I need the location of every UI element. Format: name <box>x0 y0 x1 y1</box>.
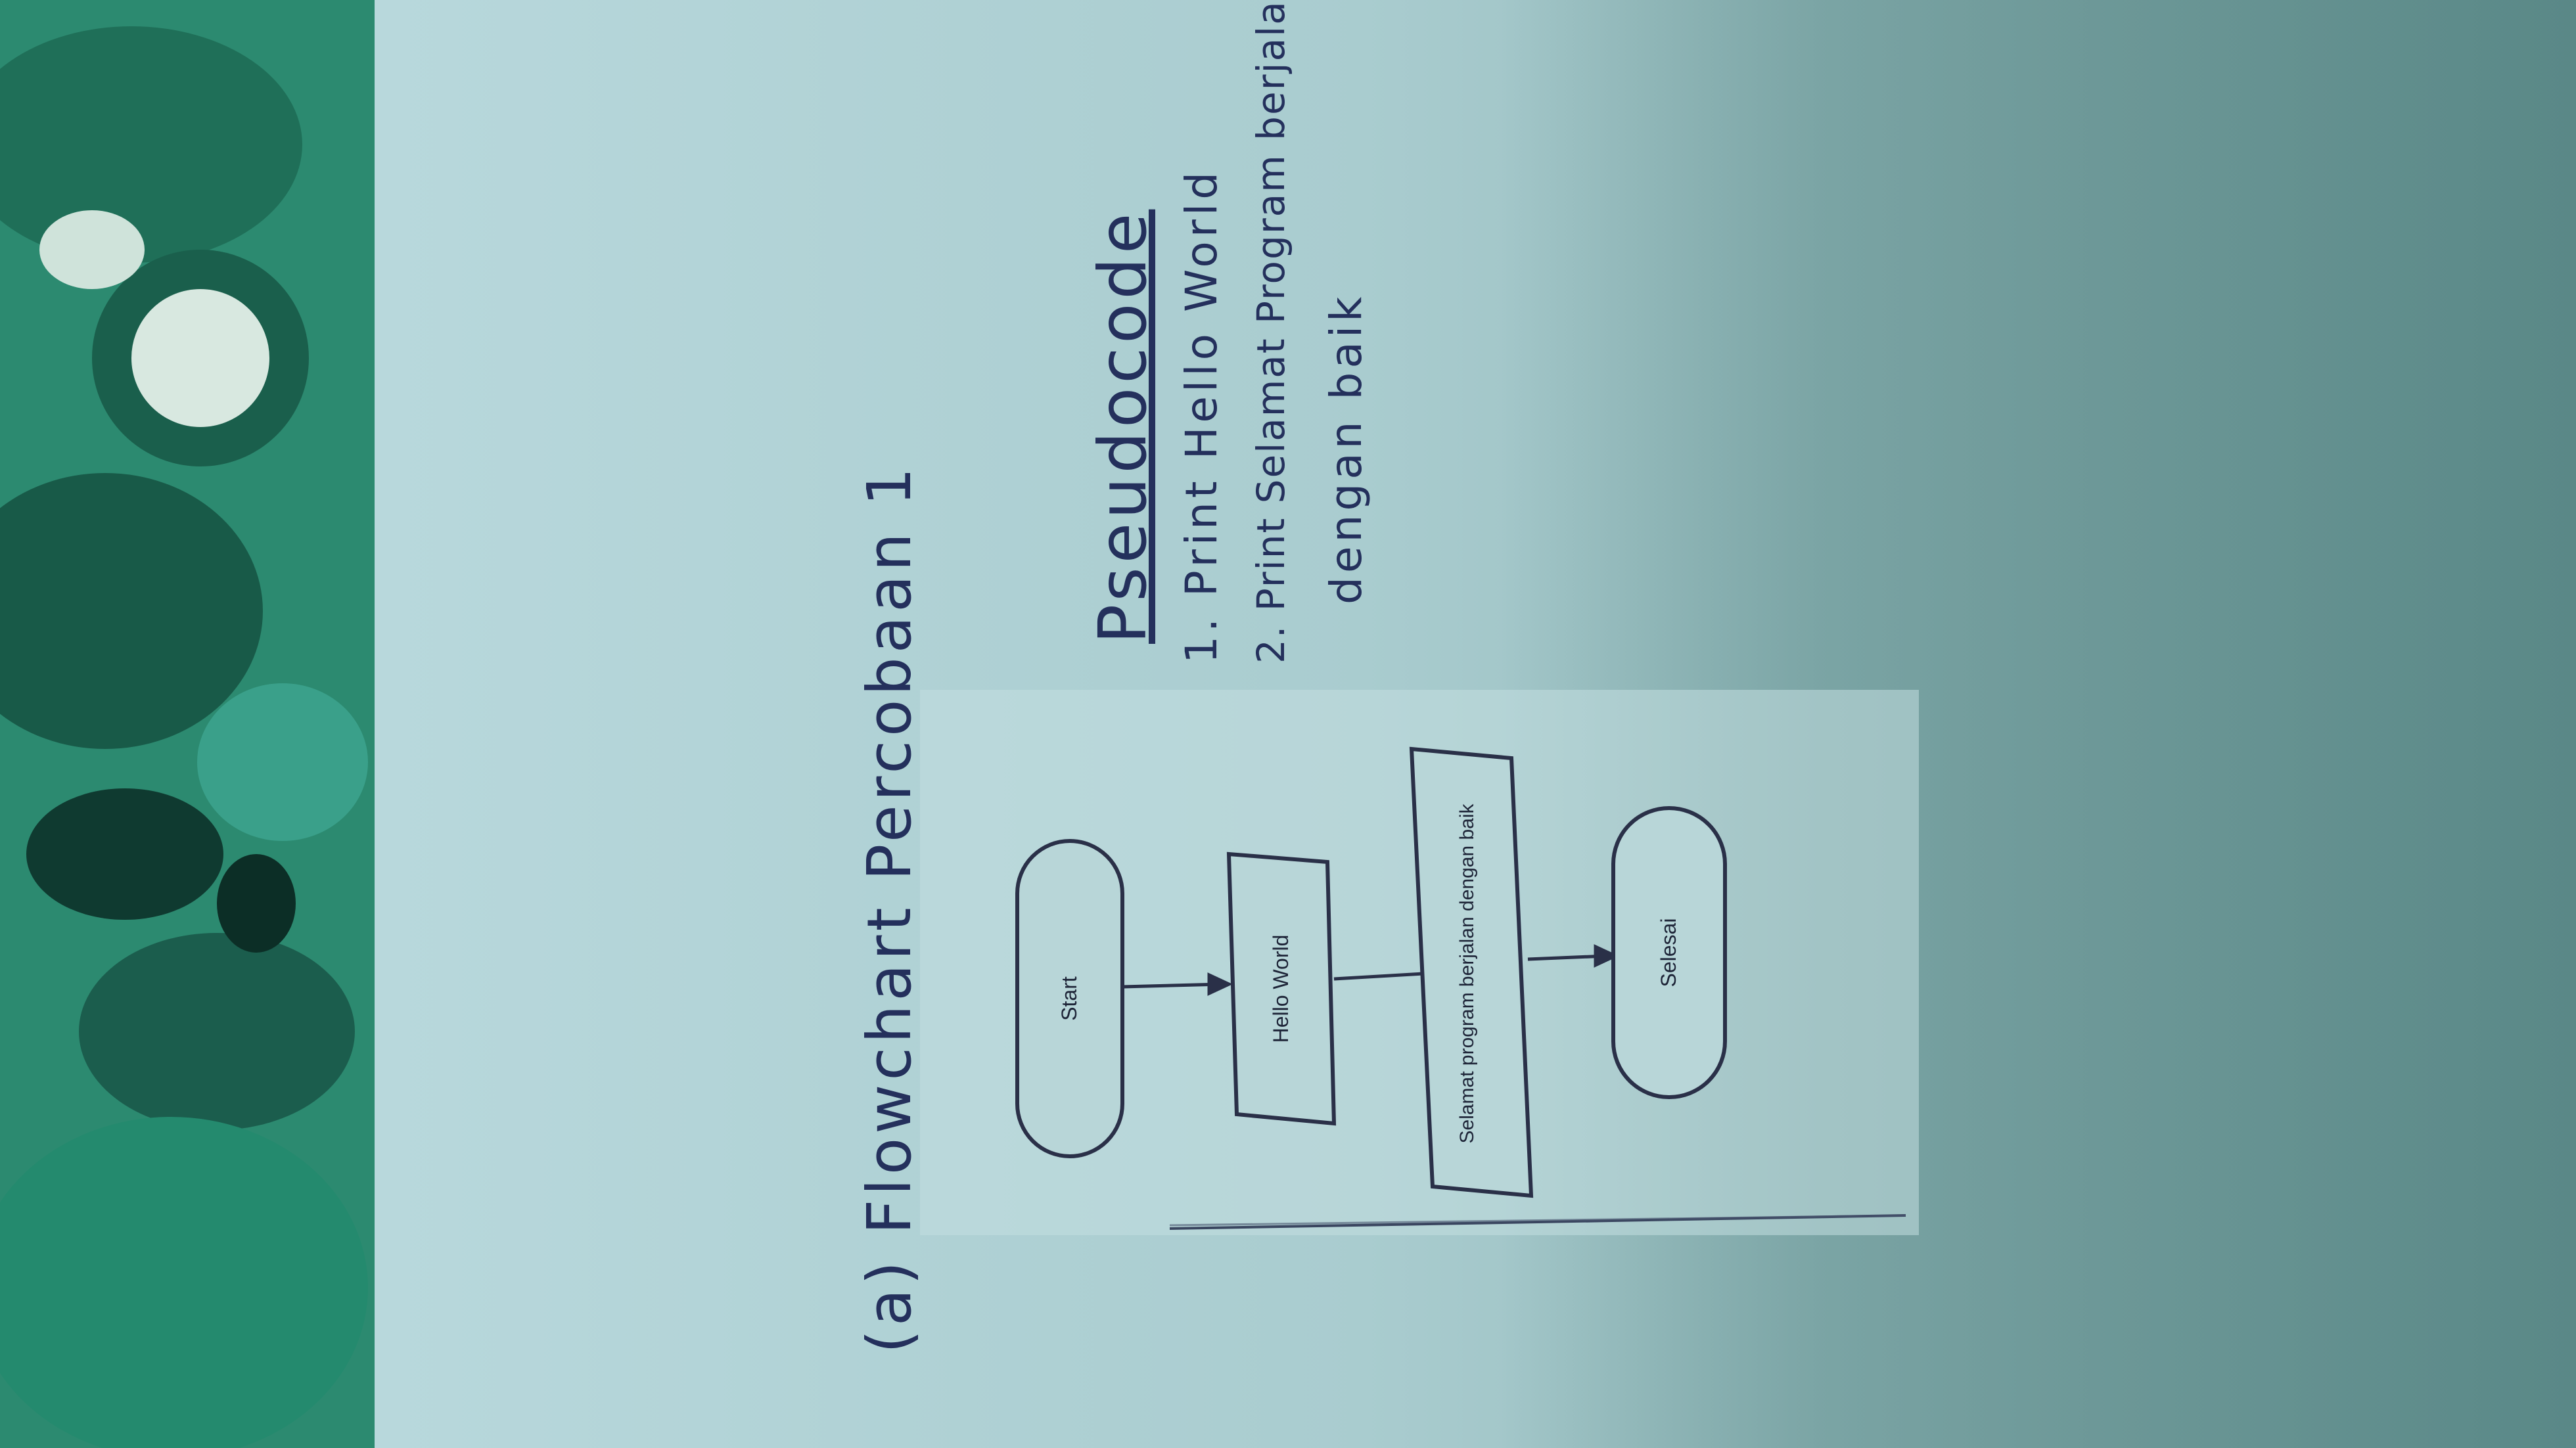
pseudocode-title: Pseudocode <box>1084 209 1161 644</box>
output-selamat: Selamat program berjalan dengan baik <box>1409 746 1534 1198</box>
end-label: Selesai <box>1657 918 1680 987</box>
arrow-output-to-end <box>1527 944 1619 968</box>
fabric-pattern <box>26 788 223 920</box>
end-terminal: Selesai <box>1611 806 1727 1099</box>
output-hello-world: Hello World <box>1226 851 1337 1126</box>
fabric-pattern <box>39 210 145 289</box>
fabric-pattern <box>92 250 309 466</box>
fabric-pattern <box>197 683 368 841</box>
selamat-label: Selamat program berjalan dengan baik <box>1456 803 1478 1144</box>
guide-line <box>1169 1214 1906 1227</box>
fabric-pattern <box>217 854 296 953</box>
start-terminal: Start <box>1015 839 1124 1158</box>
fabric-background <box>0 0 407 1448</box>
pseudocode-line-1: 1. Print Hello World <box>1176 168 1227 664</box>
start-label: Start <box>1057 976 1081 1021</box>
pseudocode-line-2-cont: dengan baik <box>1321 292 1371 604</box>
pseudocode-line-2: 2. Print Selamat Program berjalan <box>1249 0 1293 664</box>
heading-title: (a) Flowchart Percobaan 1 <box>854 463 925 1353</box>
flowchart-diagram: Start Hello World Selamat program berjal… <box>920 690 1919 1235</box>
hello-world-label: Hello World <box>1269 935 1293 1043</box>
fabric-pattern <box>0 473 263 749</box>
arrow-start-to-output <box>1122 972 1233 996</box>
fabric-pattern <box>0 1117 368 1448</box>
fabric-pattern <box>79 933 355 1130</box>
fabric-pattern <box>0 26 302 263</box>
